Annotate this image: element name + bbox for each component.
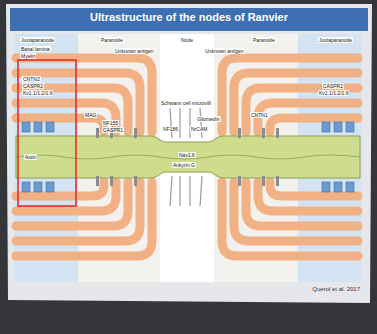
structure-label: Basal lamina: [20, 46, 51, 52]
structure-label: NF155: [102, 120, 119, 126]
structure-label: Paranode: [100, 37, 124, 43]
structure-label: Schwann cell microvilli: [160, 100, 212, 106]
structure-label: NrCAM: [190, 126, 208, 132]
axon: [16, 136, 360, 178]
structure-label: Juxtaparanode: [20, 37, 55, 43]
structure-label: Juxtaparanode: [318, 37, 353, 43]
structure-label: Unknown antigen: [204, 48, 245, 54]
diagram-panel: [14, 34, 362, 282]
slide: [6, 4, 372, 303]
structure-label: Unknown antigen: [114, 48, 155, 54]
structure-label: Nav1.6: [178, 152, 196, 158]
structure-label: Kv1.1/1.2/1.6: [318, 90, 349, 96]
structure-label: CASPR1: [102, 127, 124, 133]
structure-label: CNTN2: [22, 76, 41, 82]
structure-label: MAG: [84, 112, 97, 118]
title-band: [10, 8, 368, 31]
structure-label: Kv1.1/1.2/1.6: [22, 90, 53, 96]
structure-label: CASPR2: [322, 83, 344, 89]
slide-title: Ultrastructure of the nodes of Ranvier: [10, 11, 368, 23]
structure-label: Gliomedin: [196, 116, 221, 122]
adhesion-molecules: [96, 128, 279, 186]
highlight-box: [18, 60, 76, 206]
structure-label: Paranode: [252, 37, 276, 43]
potassium-channels: [22, 122, 354, 192]
structure-label: CASPR2: [22, 83, 44, 89]
structure-label: CNTN1: [250, 112, 269, 118]
structure-label: Node: [180, 37, 194, 43]
structure-label: Ankyrin G: [172, 162, 196, 168]
structure-label: Myelin: [20, 53, 36, 59]
structure-label: Axon: [24, 154, 37, 160]
citation: Querol et al. 2017: [312, 286, 360, 292]
structure-label: NF186: [162, 126, 179, 132]
